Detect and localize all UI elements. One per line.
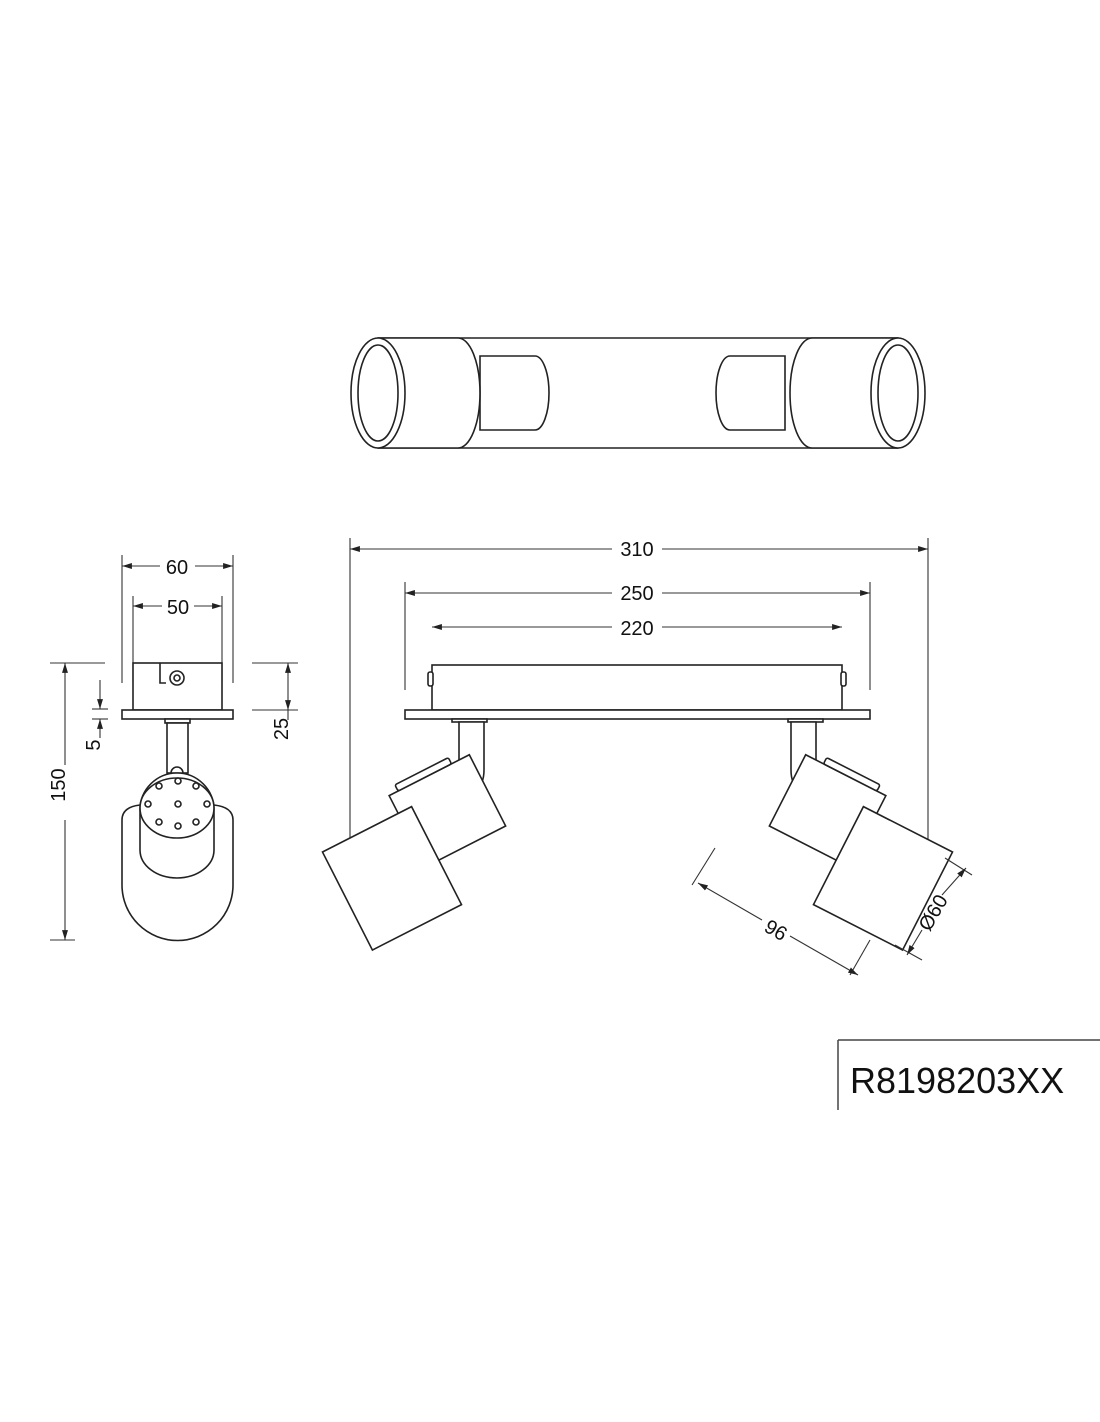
dim-box-length: 220 <box>620 618 653 640</box>
right-socket-top <box>715 355 786 431</box>
dim-width-inner: 50 <box>167 597 189 619</box>
front-dimensions: 310 250 220 <box>349 538 929 845</box>
left-socket-top <box>479 355 550 431</box>
dim-plate-length: 250 <box>620 583 653 605</box>
top-view <box>350 337 926 449</box>
dim-width-total: 60 <box>166 557 188 579</box>
side-view: 60 50 150 5 <box>48 555 298 942</box>
dim-base-height: 25 <box>271 718 293 740</box>
dim-length-total: 310 <box>620 539 653 561</box>
left-spot <box>321 718 507 952</box>
dim-shade-length: 96 <box>760 916 790 946</box>
left-shade-top <box>377 337 481 449</box>
dim-height-total: 150 <box>48 768 70 801</box>
dim-plate-thickness: 5 <box>83 739 105 750</box>
vent-holes <box>144 777 211 830</box>
front-view: 96 Ø60 <box>321 664 973 976</box>
right-shade-top <box>789 337 899 449</box>
product-code-box: R8198203XX <box>837 1039 1100 1110</box>
product-code: R8198203XX <box>850 1060 1064 1101</box>
right-spot <box>768 718 954 952</box>
